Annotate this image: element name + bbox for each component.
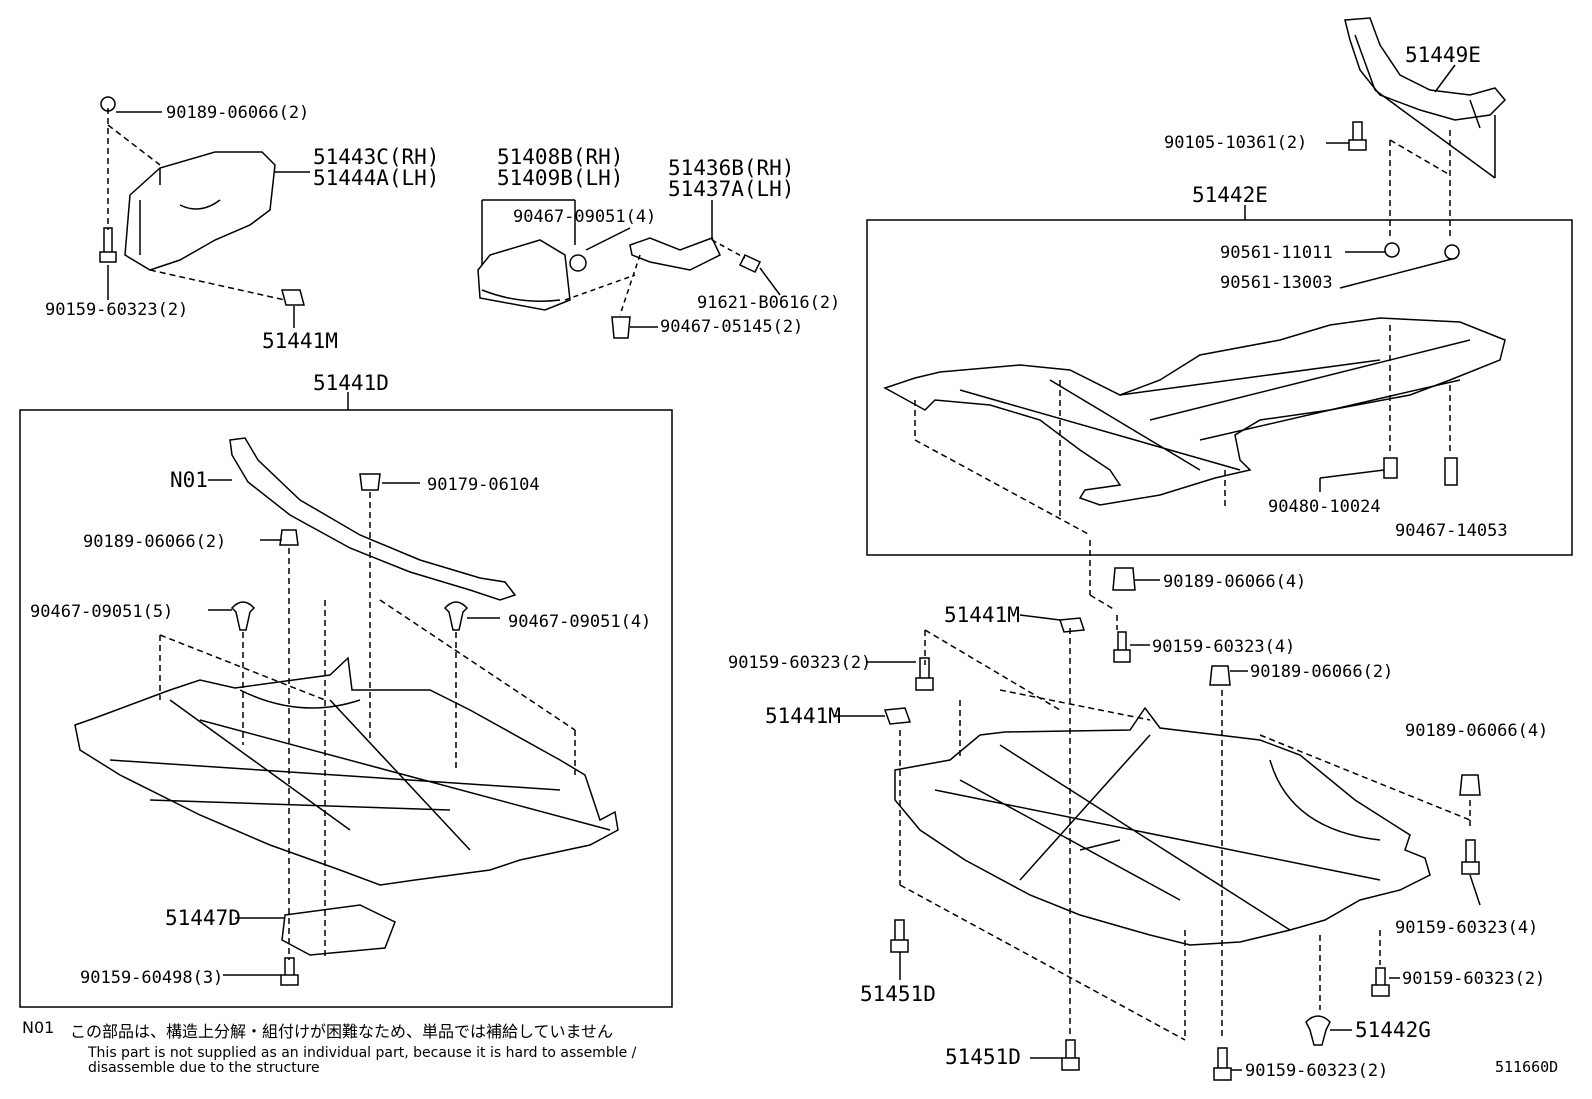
clip-icon bbox=[569, 254, 587, 272]
label-90189-06066: 90189-06066(2) bbox=[83, 532, 226, 552]
bolt-icon bbox=[280, 957, 299, 986]
nut-icon bbox=[1112, 567, 1136, 591]
clip-icon bbox=[1459, 774, 1481, 796]
label-N01: N01 bbox=[170, 468, 208, 492]
rear-under-cover bbox=[883, 317, 1506, 506]
label-90159-60323: 90159-60323(4) bbox=[1395, 918, 1538, 938]
label-51444A: 51444A(LH) bbox=[313, 166, 439, 190]
front-bracket bbox=[477, 239, 571, 311]
side-bracket bbox=[629, 237, 721, 271]
label-51436B: 51436B(RH) bbox=[668, 156, 794, 180]
bolt-icon bbox=[1444, 457, 1458, 486]
bolt-icon bbox=[1113, 631, 1131, 663]
label-90561-11011: 90561-11011 bbox=[1220, 243, 1333, 263]
nut-icon bbox=[281, 289, 305, 306]
label-90467-14053: 90467-14053 bbox=[1395, 521, 1508, 541]
label-51441M: 51441M bbox=[262, 329, 338, 353]
bolt-icon bbox=[1383, 457, 1398, 479]
label-90189-06066: 90189-06066(4) bbox=[1405, 721, 1548, 741]
label-90105-10361: 90105-10361(2) bbox=[1164, 133, 1307, 153]
group-box-51442E bbox=[866, 219, 1573, 556]
label-90159-60323: 90159-60323(2) bbox=[1402, 969, 1545, 989]
label-90189-06066: 90189-06066(2) bbox=[166, 103, 309, 123]
label-51449E: 51449E bbox=[1405, 43, 1481, 67]
bolt-icon bbox=[1348, 121, 1367, 151]
service-hole-cover bbox=[281, 904, 396, 956]
clip-icon bbox=[1209, 665, 1231, 686]
clip-icon bbox=[1444, 244, 1460, 260]
diagram-code: 511660D bbox=[1495, 1058, 1559, 1076]
footnote-english-line1: This part is not supplied as an individu… bbox=[88, 1045, 637, 1061]
nut-icon bbox=[883, 707, 912, 725]
clip-icon bbox=[279, 529, 299, 546]
label-90189-06066: 90189-06066(2) bbox=[1250, 662, 1393, 682]
label-90480-10024: 90480-10024 bbox=[1268, 497, 1381, 517]
label-51442E: 51442E bbox=[1192, 183, 1268, 207]
label-51441D: 51441D bbox=[313, 371, 389, 395]
label-90159-60323: 90159-60323(4) bbox=[1152, 637, 1295, 657]
bolt-icon bbox=[1461, 839, 1480, 875]
clip-icon bbox=[100, 96, 116, 112]
bolt-icon bbox=[915, 657, 934, 691]
clip-icon bbox=[1384, 242, 1400, 258]
pushpin-icon bbox=[230, 601, 256, 631]
reinforcement-strip bbox=[229, 437, 517, 601]
footnote-japanese: この部品は、構造上分解・組付けが困難なため、単品では補給していません bbox=[70, 1022, 614, 1041]
bolt-icon bbox=[1371, 967, 1390, 997]
label-90189-06066: 90189-06066(4) bbox=[1163, 572, 1306, 592]
label-90467-09051: 90467-09051(4) bbox=[508, 612, 651, 632]
engine-under-cover bbox=[74, 656, 619, 886]
footnote-english-line2: disassemble due to the structure bbox=[88, 1060, 320, 1076]
label-51441M: 51441M bbox=[944, 603, 1020, 627]
label-90159-60323: 90159-60323(2) bbox=[1245, 1061, 1388, 1081]
group-box-51441D bbox=[19, 409, 673, 1008]
label-51451D: 51451D bbox=[945, 1045, 1021, 1069]
nut-icon bbox=[1058, 617, 1086, 633]
pushpin-icon bbox=[443, 601, 469, 631]
bolt-icon bbox=[738, 254, 762, 273]
label-90467-09051: 90467-09051(4) bbox=[513, 207, 656, 227]
center-under-cover bbox=[894, 706, 1431, 946]
engine-side-cover bbox=[124, 151, 276, 271]
label-51408B: 51408B(RH) bbox=[497, 145, 623, 169]
label-91621-B0616: 91621-B0616(2) bbox=[697, 293, 840, 313]
bolt-icon bbox=[890, 919, 909, 953]
label-90159-60498: 90159-60498(3) bbox=[80, 968, 223, 988]
label-51409B: 51409B(LH) bbox=[497, 166, 623, 190]
clip-icon bbox=[359, 473, 381, 491]
grommet-icon bbox=[611, 316, 631, 339]
label-90467-05145: 90467-05145(2) bbox=[660, 317, 803, 337]
label-90159-60323: 90159-60323(2) bbox=[45, 300, 188, 320]
pushpin-icon bbox=[1305, 1015, 1331, 1046]
label-90179-06104: 90179-06104 bbox=[427, 475, 540, 495]
label-51447D: 51447D bbox=[165, 906, 241, 930]
rear-crossmember bbox=[1344, 17, 1507, 121]
label-90467-09051: 90467-09051(5) bbox=[30, 602, 173, 622]
bolt-icon bbox=[1061, 1039, 1080, 1071]
label-51442G: 51442G bbox=[1355, 1018, 1431, 1042]
label-51443C: 51443C(RH) bbox=[313, 145, 439, 169]
label-51437A: 51437A(LH) bbox=[668, 177, 794, 201]
label-51451D: 51451D bbox=[860, 982, 936, 1006]
label-90561-13003: 90561-13003 bbox=[1220, 273, 1333, 293]
label-51441M: 51441M bbox=[765, 704, 841, 728]
footnote-code: N01 bbox=[22, 1018, 55, 1037]
bolt-icon bbox=[1213, 1047, 1232, 1081]
bolt-icon bbox=[99, 227, 117, 263]
label-90159-60323: 90159-60323(2) bbox=[728, 653, 871, 673]
